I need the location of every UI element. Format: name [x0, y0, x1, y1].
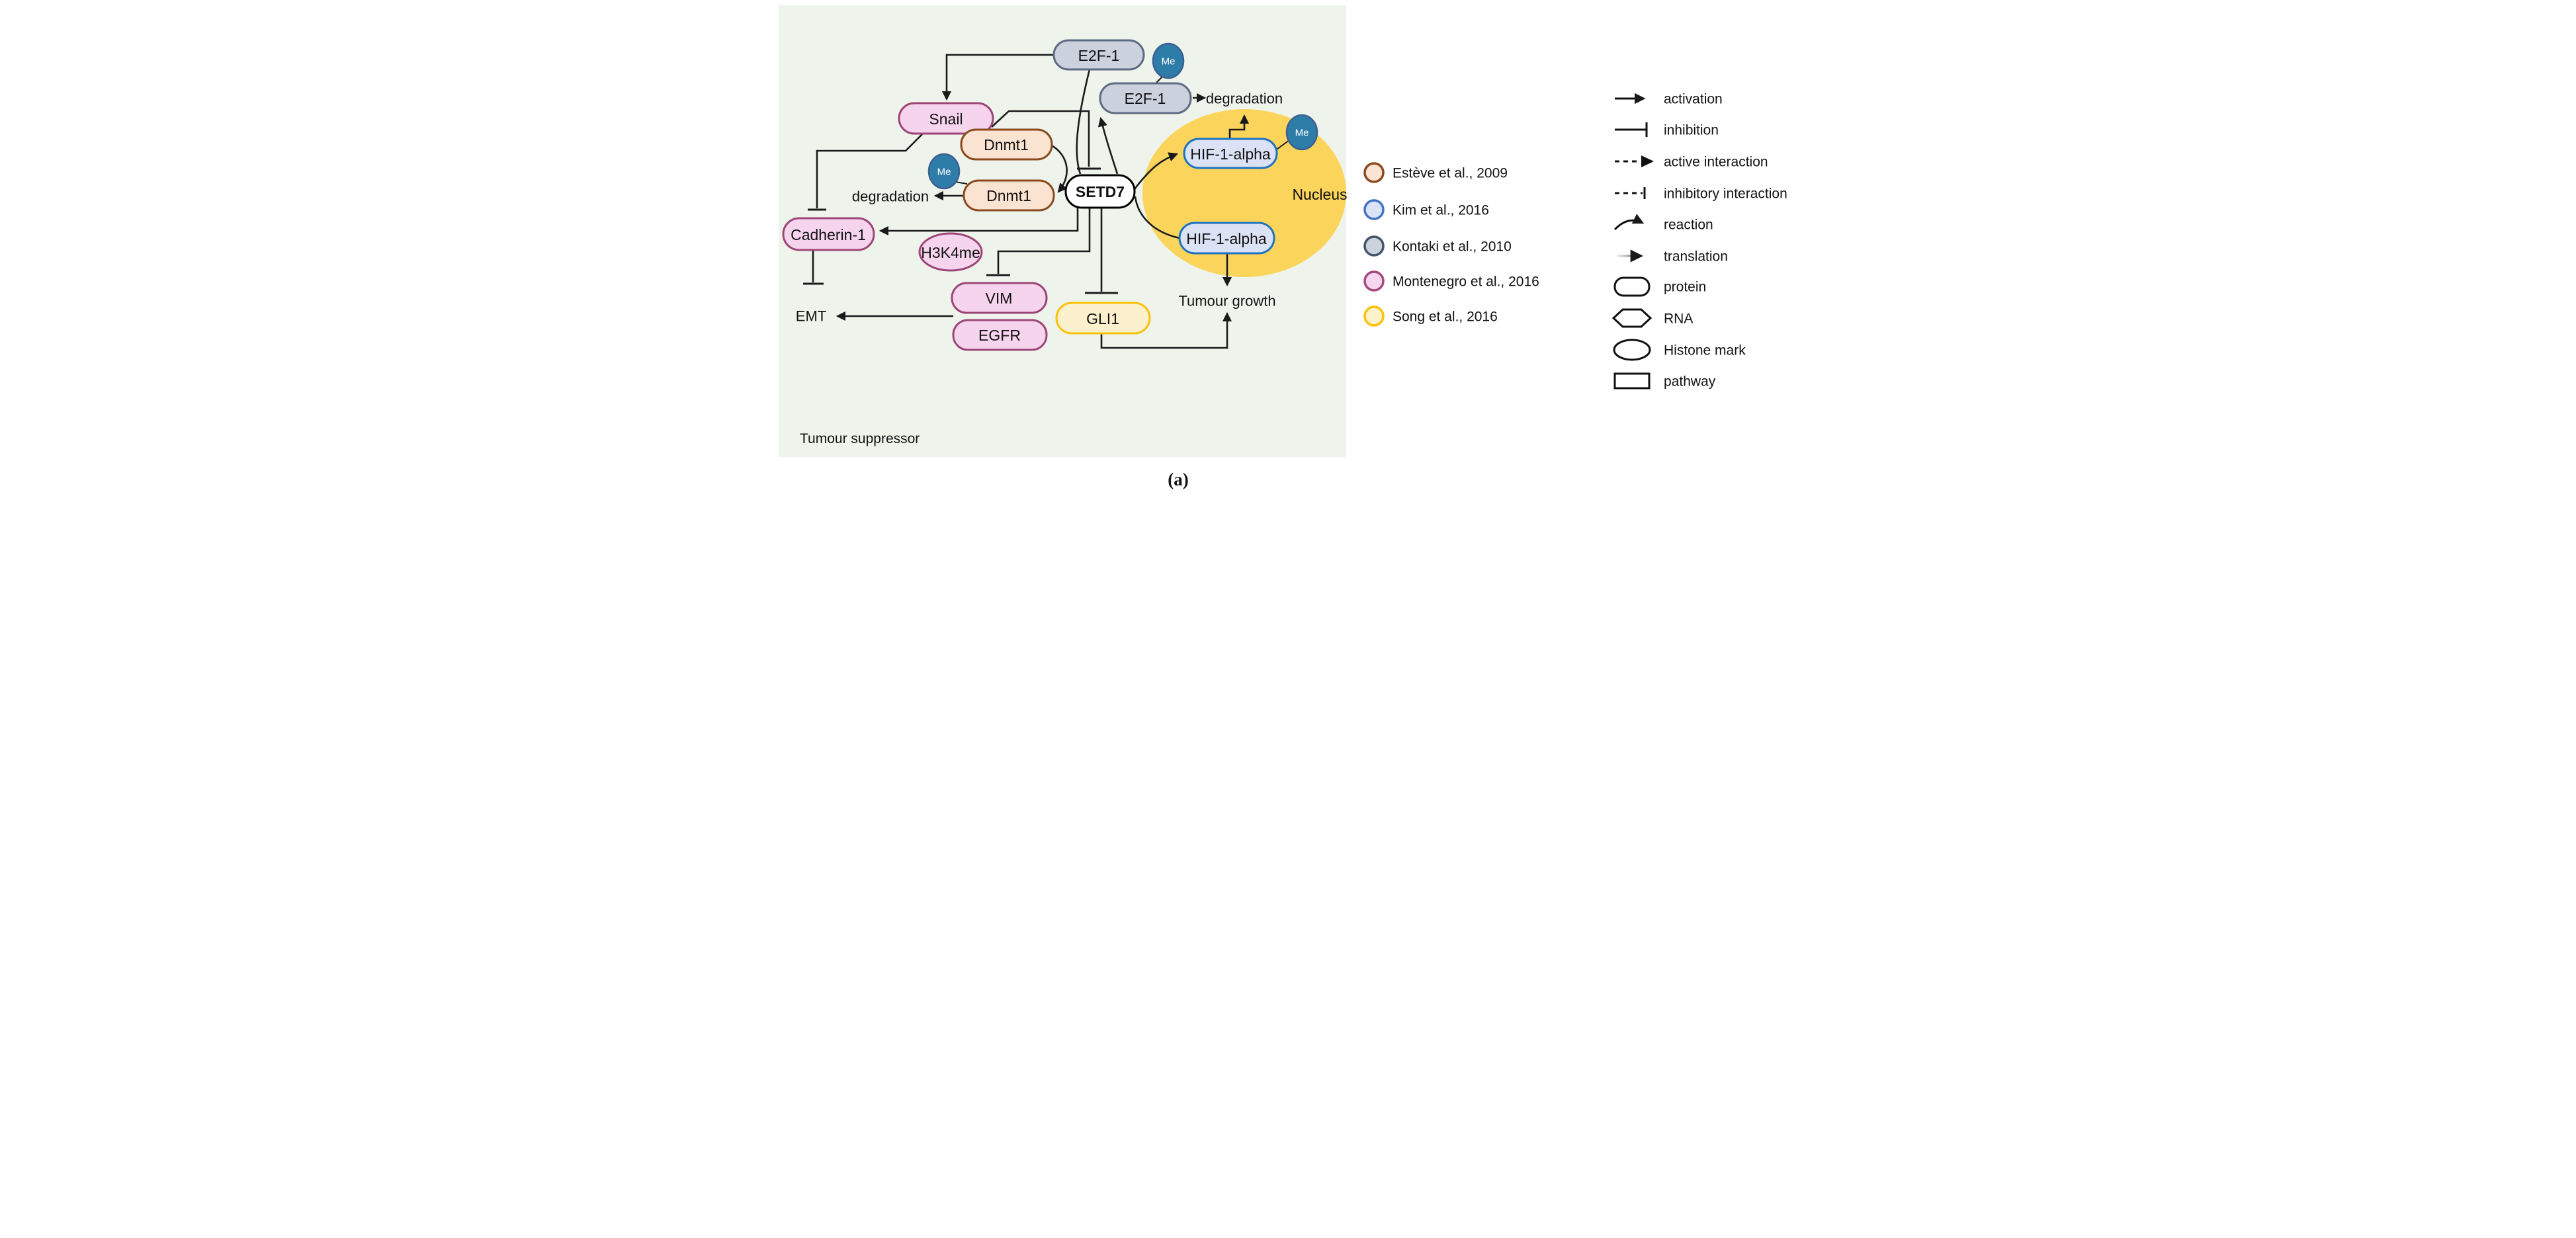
- citation-label-kim: Kim et al., 2016: [1393, 203, 1489, 218]
- degradation-top-label: degradation: [1205, 91, 1282, 107]
- node-h3k4me-label: H3K4me: [921, 244, 980, 261]
- citation-label-kontaki: Kontaki et al., 2010: [1393, 239, 1512, 255]
- citation-swatch-kim: [1363, 199, 1385, 220]
- node-h3k4me: [918, 232, 982, 272]
- node-vim: [951, 282, 1047, 314]
- node-cadherin1-label: Cadherin-1: [791, 226, 866, 243]
- legend-label-reaction: reaction: [1664, 218, 1713, 233]
- pathway-shape-icon: [1613, 372, 1650, 390]
- edge-hif1ame-to-degradation: [1228, 114, 1249, 139]
- node-setd7: [1064, 174, 1135, 209]
- legend-label-inhibition: inhibition: [1664, 123, 1719, 138]
- edge-e2f1-activates-snail: [941, 54, 1054, 101]
- edge-setd7-to-e2f1me-reaction: [1097, 116, 1118, 175]
- histone-mark-shape-icon: [1613, 339, 1651, 361]
- legend-label-translation: translation: [1664, 249, 1728, 265]
- nodes: E2F-1 E2F-1 Snail Dnmt1 Dnmt1 SETD7 HIF-…: [782, 39, 1277, 351]
- citation-legend: Estève et al., 2009 Kim et al., 2016 Kon…: [1363, 162, 1539, 327]
- citation-swatch-esteve: [1363, 162, 1385, 183]
- methyl-marks: Me Me Me: [927, 42, 1318, 190]
- edge-setd7-to-hif1ame-reaction: [1133, 152, 1178, 190]
- legend-label-activation: activation: [1664, 92, 1723, 107]
- edge-dnmt1-to-dnmt1me-reaction: [1051, 144, 1068, 193]
- protein-shape-icon: [1613, 276, 1650, 297]
- legend-label-rna: RNA: [1664, 311, 1693, 327]
- edges: [802, 54, 1290, 349]
- legend-label-active-interaction: active interaction: [1664, 155, 1768, 170]
- node-egfr-label: EGFR: [978, 327, 1021, 344]
- tumour-suppressor-label: Tumour suppressor: [800, 431, 920, 446]
- legend-label-protein: protein: [1664, 280, 1706, 295]
- dashed-arrow-icon-head: [1641, 155, 1654, 167]
- citation-swatch-song: [1363, 306, 1385, 327]
- edge-gli1-activates-tumour-growth: [1100, 311, 1232, 349]
- node-e2f1: [1052, 39, 1144, 71]
- degradation-left-label: degradation: [851, 188, 928, 205]
- me-mark-hif1a-label: Me: [1295, 128, 1309, 139]
- node-snail-label: Snail: [929, 110, 963, 128]
- citation-swatch-montenegro: [1363, 270, 1385, 292]
- node-hif1a: [1178, 222, 1275, 255]
- rna-shape-icon: [1611, 308, 1652, 328]
- legend-label-pathway: pathway: [1664, 374, 1716, 390]
- node-hif1a-label: HIF-1-alpha: [1186, 230, 1267, 247]
- edge-setd7-activates-cadherin1: [879, 208, 1078, 236]
- node-e2f1-methylated: [1099, 82, 1191, 114]
- citation-label-esteve: Estève et al., 2009: [1393, 166, 1508, 181]
- emt-label: EMT: [795, 308, 826, 325]
- figure-panel-a: Nucleus E2F-1 E2F-1 Snai: [773, 0, 1803, 495]
- me-mark-e2f1: [1152, 42, 1184, 79]
- edge-snail-inhibits-setd7: [990, 110, 1090, 167]
- node-setd7-label: SETD7: [1075, 183, 1124, 200]
- legend-label-inhibitory-interaction: inhibitory interaction: [1664, 186, 1787, 202]
- nucleus-label: Nucleus: [1292, 186, 1347, 203]
- panel-caption: (a): [1168, 470, 1188, 489]
- node-egfr: [952, 319, 1047, 351]
- node-e2f1-methylated-label: E2F-1: [1124, 90, 1166, 107]
- node-dnmt1-methylated-label: Dnmt1: [986, 187, 1031, 204]
- citation-label-song: Song et al., 2016: [1393, 310, 1498, 325]
- node-dnmt1-methylated: [963, 179, 1054, 212]
- legend-label-histone-mark: Histone mark: [1664, 343, 1746, 358]
- node-vim-label: VIM: [985, 290, 1012, 307]
- symbol-legend: activation inhibition active interaction…: [1611, 92, 1787, 390]
- node-snail: [898, 102, 994, 135]
- node-gli1: [1055, 302, 1150, 335]
- node-gli1-label: GLI1: [1086, 310, 1119, 327]
- node-cadherin1: [782, 217, 875, 251]
- tumour-growth-label: Tumour growth: [1178, 293, 1275, 310]
- citation-swatch-kontaki: [1363, 235, 1385, 257]
- edge-snail-inhibits-cadherin1: [816, 134, 923, 208]
- edge-e2f1-to-setd7-reaction: [1075, 69, 1090, 175]
- me-mark-e2f1-label: Me: [1161, 56, 1175, 67]
- me-mark-dnmt1-label: Me: [937, 167, 951, 178]
- node-hif1a-methylated-label: HIF-1-alpha: [1190, 145, 1271, 163]
- citation-label-montenegro: Montenegro et al., 2016: [1393, 274, 1539, 290]
- connector-me-hif1a: [1273, 140, 1290, 151]
- node-e2f1-label: E2F-1: [1078, 47, 1119, 64]
- node-dnmt1: [960, 128, 1052, 161]
- node-dnmt1-label: Dnmt1: [984, 136, 1029, 153]
- connector-me-dnmt1: [955, 181, 967, 185]
- edge-hif1a-to-setd7-reaction: [1134, 196, 1180, 239]
- reaction-curve-icon: [1613, 214, 1644, 231]
- free-labels: degradation degradation EMT Tumour growt…: [795, 91, 1282, 447]
- node-hif1a-methylated: [1183, 138, 1277, 169]
- me-mark-hif1a: [1285, 114, 1318, 151]
- edge-setd7-inhibits-vim: [997, 208, 1090, 274]
- me-mark-dnmt1: [927, 153, 960, 190]
